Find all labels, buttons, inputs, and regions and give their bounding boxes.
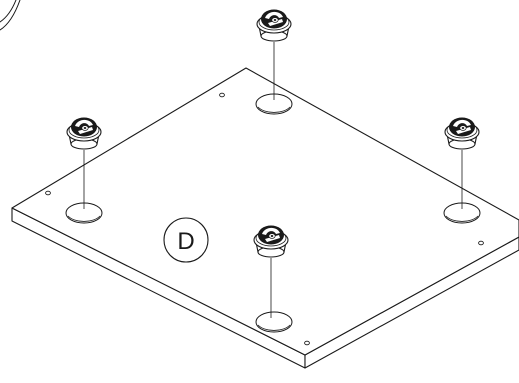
panel-top-face xyxy=(11,67,519,356)
pilot-hole xyxy=(45,190,51,196)
caster-wheel-icon xyxy=(444,117,480,150)
base-panel xyxy=(11,67,519,369)
mounting-hole-left xyxy=(65,202,103,224)
caster-wheel-icon xyxy=(66,117,102,150)
pilot-hole xyxy=(219,92,225,98)
caster-right xyxy=(444,117,480,209)
caster-wheel-icon xyxy=(253,225,289,258)
caster-wheel-icon xyxy=(256,9,292,42)
adjacent-part-fragment xyxy=(0,0,21,31)
caster-left xyxy=(66,117,102,209)
part-label-text: D xyxy=(177,228,194,255)
part-label: D xyxy=(163,217,209,263)
caster-group xyxy=(66,9,480,318)
pilot-hole xyxy=(304,340,310,346)
mounting-hole-right xyxy=(443,202,481,224)
caster-top xyxy=(256,9,292,100)
caster-front xyxy=(253,225,289,318)
pilot-hole xyxy=(478,240,484,246)
mounting-hole-front xyxy=(255,311,293,333)
